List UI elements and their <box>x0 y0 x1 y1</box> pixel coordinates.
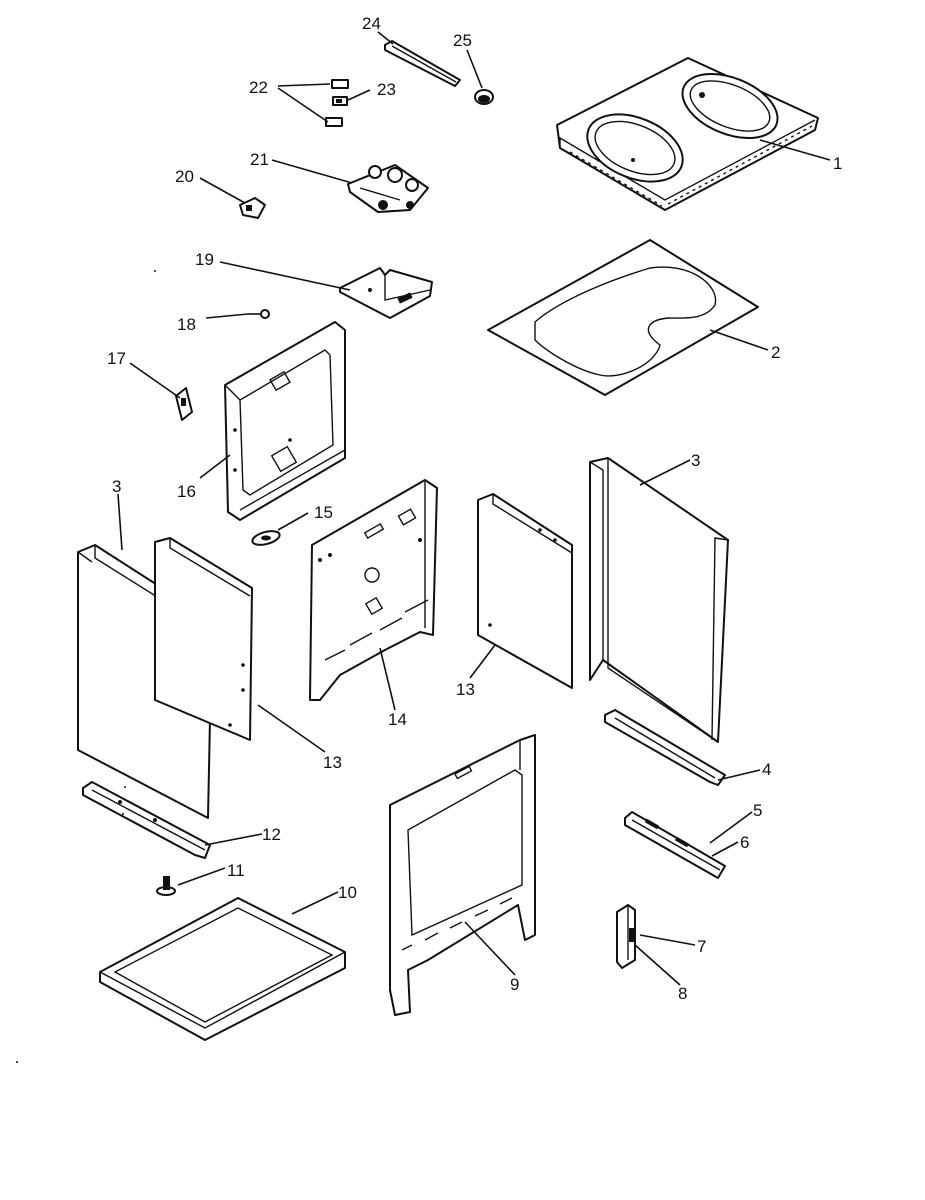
part-1-cooktop-panel <box>556 57 819 211</box>
callout-3-left: 3 <box>112 477 121 496</box>
callout-4: 4 <box>762 760 771 779</box>
part-3-side-panel-right <box>589 457 729 743</box>
part-22-tags <box>325 79 349 127</box>
callout-21: 21 <box>250 150 269 169</box>
part-12-trim-rail <box>82 781 211 859</box>
callout-13-right: 13 <box>456 680 475 699</box>
part-4-trim-rail <box>604 709 726 786</box>
part-2-gasket-panel <box>487 239 759 396</box>
callout-10: 10 <box>338 883 357 902</box>
callout-11: 11 <box>227 861 245 880</box>
callout-24: 24 <box>362 14 381 33</box>
callout-22: 22 <box>249 78 268 97</box>
callout-1: 1 <box>833 154 842 173</box>
callout-8: 8 <box>678 984 687 1003</box>
part-18-screw <box>248 309 270 319</box>
callout-25: 25 <box>453 31 472 50</box>
callout-9: 9 <box>510 975 519 994</box>
part-16-back-plate <box>224 321 346 521</box>
part-5-6-rail-bracket <box>624 811 726 879</box>
part-11-leveling-leg <box>156 876 176 896</box>
callout-5: 5 <box>753 801 762 820</box>
callout-18: 18 <box>177 315 196 334</box>
callout-15: 15 <box>314 503 333 522</box>
part-14-rear-panel <box>309 479 438 701</box>
part-23-connector <box>332 96 348 106</box>
part-17-switch-plate <box>175 387 193 421</box>
part-24-wire-lead <box>384 40 461 87</box>
callout-23: 23 <box>377 80 396 99</box>
callout-labels: 1 2 3 3 4 5 6 7 8 9 10 11 12 13 13 14 15… <box>107 14 842 1003</box>
part-13-inner-panel-left <box>154 537 253 741</box>
callout-20: 20 <box>175 167 194 186</box>
part-9-front-frame <box>389 734 536 1016</box>
part-10-drawer-tray <box>99 897 346 1041</box>
part-15-grommet <box>251 530 281 546</box>
callout-17: 17 <box>107 349 126 368</box>
part-7-8-hinge-bracket <box>616 904 636 969</box>
part-21-switch-assembly <box>347 164 429 213</box>
callout-3-right: 3 <box>691 451 700 470</box>
callout-14: 14 <box>388 710 407 729</box>
part-19-mounting-bracket <box>339 267 433 319</box>
part-25-cap <box>474 89 494 105</box>
part-13-inner-panel-right <box>477 493 573 689</box>
callout-6: 6 <box>740 833 749 852</box>
part-20-clip <box>239 197 266 219</box>
leader-lines <box>117 31 831 986</box>
callout-2: 2 <box>771 343 780 362</box>
callout-19: 19 <box>195 250 214 269</box>
callout-7: 7 <box>697 937 706 956</box>
callout-16: 16 <box>177 482 196 501</box>
callout-13-left: 13 <box>323 753 342 772</box>
callout-12: 12 <box>262 825 281 844</box>
